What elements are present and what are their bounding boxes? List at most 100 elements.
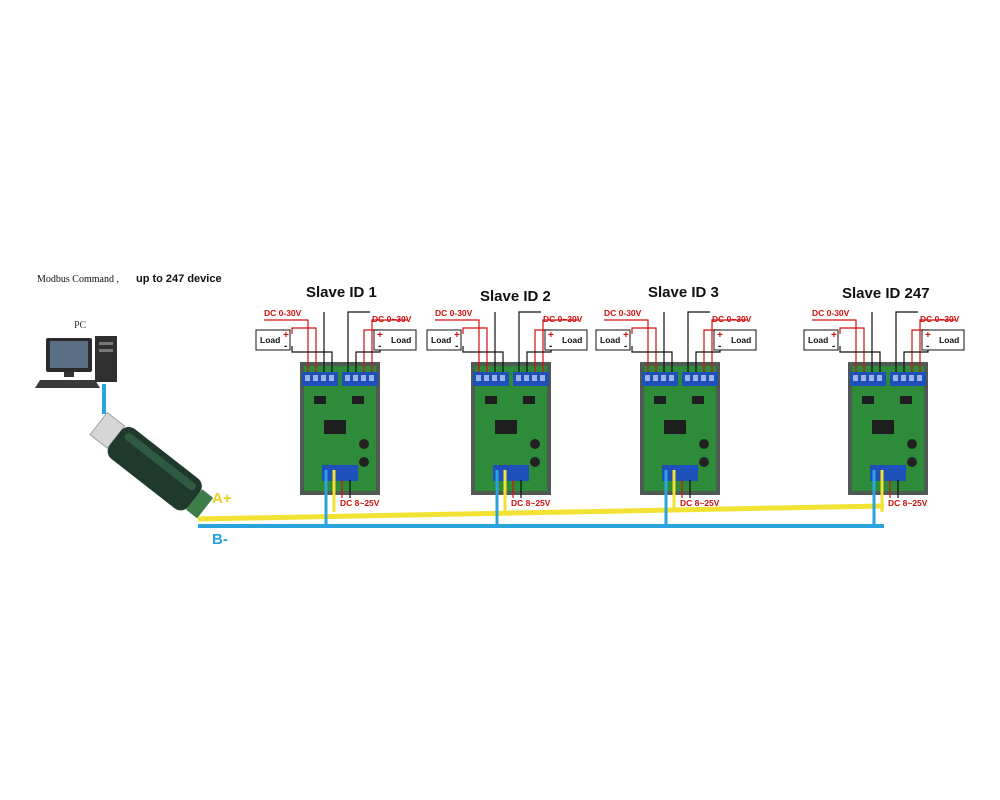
capacitor-icon	[907, 457, 917, 467]
screw-icon	[877, 375, 882, 381]
plus-sign: +	[831, 330, 837, 341]
power-label: DC 8~25V	[888, 498, 928, 508]
capacitor-icon	[699, 439, 709, 449]
screw-icon	[540, 375, 545, 381]
load-label-right: Load	[562, 335, 582, 345]
chip-icon	[654, 396, 666, 404]
dc-input-label-left: DC 0-30V	[264, 308, 302, 318]
input-wire	[812, 319, 857, 372]
keyboard-icon	[35, 380, 100, 388]
screw-icon	[329, 375, 334, 381]
minus-sign: -	[378, 341, 381, 352]
bus-terminal	[870, 465, 906, 481]
screw-icon	[701, 375, 706, 381]
minus-sign: -	[284, 341, 287, 352]
screw-icon	[909, 375, 914, 381]
screw-icon	[321, 375, 326, 381]
input-wire	[711, 319, 748, 372]
screw-icon	[313, 375, 318, 381]
usb-rs485-converter-icon	[89, 411, 214, 519]
chip-icon	[664, 420, 686, 434]
screw-icon	[693, 375, 698, 381]
bus-b-label: B-	[212, 531, 228, 548]
input-wire	[371, 319, 408, 372]
input-wire	[604, 319, 649, 372]
chip-icon	[692, 396, 704, 404]
screw-icon	[917, 375, 922, 381]
load-box-left	[255, 329, 291, 351]
capacitor-icon	[530, 457, 540, 467]
dc-input-label-left: DC 0-30V	[604, 308, 642, 318]
input-wire	[631, 327, 657, 372]
chip-icon	[900, 396, 912, 404]
input-wire	[291, 346, 333, 372]
load-label-left: Load	[260, 335, 280, 345]
dc-input-label-right: DC 0~30V	[920, 314, 960, 324]
input-wire	[518, 311, 541, 372]
dc-input-label-right: DC 0~30V	[712, 314, 752, 324]
screw-icon	[305, 375, 310, 381]
plus-sign: +	[283, 330, 289, 341]
capacitor-icon	[359, 457, 369, 467]
input-wire	[839, 346, 881, 372]
load-label-right: Load	[391, 335, 411, 345]
capacitor-icon	[359, 439, 369, 449]
minus-sign: -	[624, 341, 627, 352]
plus-sign: +	[454, 330, 460, 341]
screw-icon	[853, 375, 858, 381]
minus-sign: -	[926, 341, 929, 352]
input-wire	[347, 311, 370, 372]
minus-sign: -	[549, 341, 552, 352]
screw-icon	[901, 375, 906, 381]
input-wire	[264, 319, 309, 372]
screw-icon	[484, 375, 489, 381]
plus-sign: +	[717, 330, 723, 341]
load-box-left	[595, 329, 631, 351]
screw-icon	[653, 375, 658, 381]
chip-icon	[872, 420, 894, 434]
minus-sign: -	[832, 341, 835, 352]
chip-icon	[523, 396, 535, 404]
chip-icon	[324, 420, 346, 434]
screw-icon	[532, 375, 537, 381]
input-wire	[919, 319, 956, 372]
chip-icon	[495, 420, 517, 434]
dc-input-label-left: DC 0-30V	[435, 308, 473, 318]
screw-icon	[861, 375, 866, 381]
chip-icon	[314, 396, 326, 404]
screw-icon	[645, 375, 650, 381]
minus-sign: -	[455, 341, 458, 352]
power-label: DC 8~25V	[340, 498, 380, 508]
power-label: DC 8~25V	[511, 498, 551, 508]
screw-icon	[492, 375, 497, 381]
input-wire	[631, 346, 673, 372]
dc-input-label-right: DC 0~30V	[372, 314, 412, 324]
bus-a-label: A+	[212, 490, 232, 507]
capacitor-icon	[907, 439, 917, 449]
plus-sign: +	[548, 330, 554, 341]
plus-sign: +	[623, 330, 629, 341]
slave-title: Slave ID 247	[842, 285, 930, 302]
load-box-left	[803, 329, 839, 351]
screw-icon	[685, 375, 690, 381]
capacity-text: up to 247 device	[136, 273, 222, 285]
slave-title: Slave ID 2	[480, 288, 551, 305]
input-wire	[895, 311, 918, 372]
capacitor-icon	[699, 457, 709, 467]
plus-sign: +	[925, 330, 931, 341]
screw-icon	[661, 375, 666, 381]
input-wire	[839, 327, 865, 372]
input-wire	[687, 311, 710, 372]
screw-icon	[369, 375, 374, 381]
input-wire	[435, 319, 480, 372]
input-wire	[542, 319, 579, 372]
bus-terminal	[493, 465, 529, 481]
load-box-right	[713, 329, 757, 351]
load-label-left: Load	[600, 335, 620, 345]
bus-terminal	[322, 465, 358, 481]
modbus-command-text: Modbus Command ,	[37, 274, 119, 285]
